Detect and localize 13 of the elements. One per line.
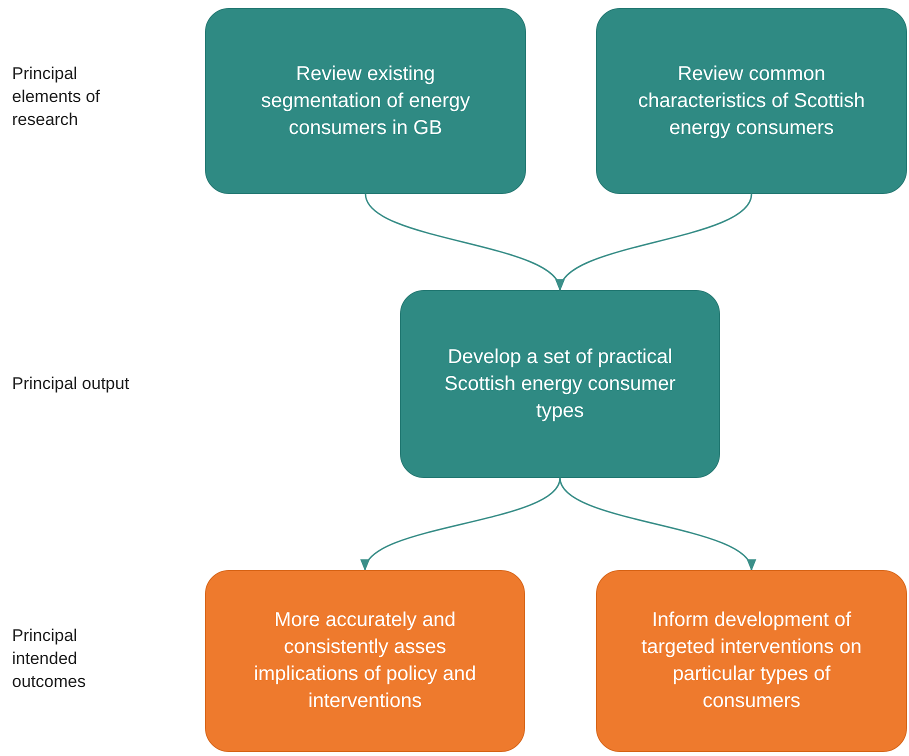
process-box — [596, 8, 907, 194]
box-text: Review common characteristics of Scottish energy consumers — [637, 62, 866, 140]
process-box — [205, 570, 525, 752]
process-box — [596, 570, 907, 752]
box-text: Inform development of targeted interventions on particular types of consumers — [640, 608, 863, 714]
box-text: More accurately and consistently asses implications of policy and interventions — [252, 608, 478, 714]
row-label: Principal output — [12, 373, 130, 395]
row-label: Principal elements of research — [12, 63, 101, 131]
process-box — [205, 8, 526, 194]
box-text: Review existing segmentation of energy consumers in GB — [260, 62, 472, 140]
process-box — [400, 290, 720, 478]
box-text: Develop a set of practical Scottish energy consumer types — [443, 344, 677, 424]
row-label: Principal intended outcomes — [12, 625, 87, 693]
